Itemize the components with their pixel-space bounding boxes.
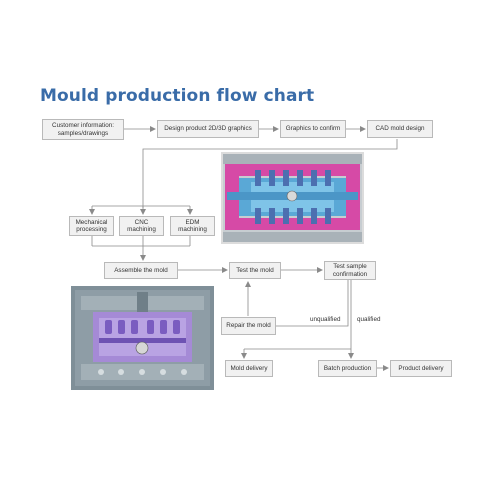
mold-image-bottom xyxy=(71,286,214,390)
node-cnc-machining: CNC machining xyxy=(119,216,164,236)
node-repair-mold: Repair the mold xyxy=(221,317,276,335)
node-edm-machining: EDM machining xyxy=(170,216,215,236)
node-design-product: Design product 2D/3D graphics xyxy=(157,120,259,138)
page-title: Mould production flow chart xyxy=(40,86,315,106)
node-mechanical-processing: Mechanical processing xyxy=(69,216,114,236)
node-customer-info: Customer information: samples/drawings xyxy=(42,119,124,140)
node-cad-design: CAD mold design xyxy=(367,120,433,138)
mold-image-top xyxy=(221,152,364,244)
node-product-delivery: Product delivery xyxy=(390,360,452,377)
label-qualified: qualified xyxy=(357,316,381,323)
line-sample-to-repair xyxy=(276,280,349,327)
node-assemble-mold: Assemble the mold xyxy=(104,262,178,279)
label-unqualified: unqualified xyxy=(310,316,341,323)
node-test-sample-confirmation: Test sample confirmation xyxy=(324,261,376,280)
line-cad-to-machining xyxy=(142,139,398,208)
node-batch-production: Batch production xyxy=(318,360,377,377)
node-graphics-confirm: Graphics to confirm xyxy=(280,120,346,138)
node-test-mold: Test the mold xyxy=(229,262,281,279)
node-mold-delivery: Mold delivery xyxy=(225,360,273,377)
